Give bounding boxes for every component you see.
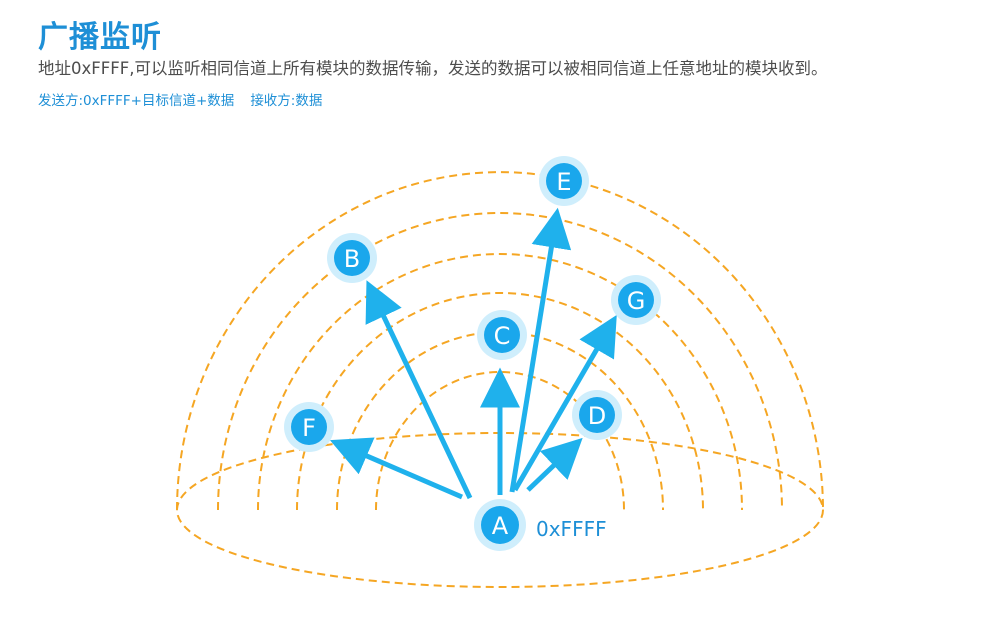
wave-arc-6 <box>375 371 625 511</box>
arrow-to-e <box>509 207 572 493</box>
wave-arc-3 <box>257 253 743 511</box>
node-b-label: B <box>344 245 360 273</box>
node-e-label: E <box>556 168 571 196</box>
wave-arc-1 <box>176 171 824 511</box>
node-d: D <box>572 390 622 440</box>
protocol-note: 发送方:0xFFFF+目标信道+数据接收方:数据 <box>38 89 322 109</box>
node-d-label: D <box>588 402 606 430</box>
node-c-label: C <box>494 322 511 350</box>
receiver-note: 接收方:数据 <box>250 93 323 109</box>
sender-note: 发送方:0xFFFF+目标信道+数据 <box>38 93 235 109</box>
node-b: B <box>327 233 377 283</box>
arrow-to-d <box>526 437 583 492</box>
page-title: 广播监听 <box>38 20 162 55</box>
node-g: G <box>611 275 661 325</box>
node-g-label: G <box>627 287 646 315</box>
arrow-to-g <box>512 314 617 492</box>
broadcast-arrows <box>329 207 617 500</box>
arrow-to-f <box>329 437 463 500</box>
node-f: F <box>284 402 334 452</box>
arrow-to-b <box>365 280 473 500</box>
node-c: C <box>477 310 527 360</box>
node-f-label: F <box>302 414 316 442</box>
node-a: A <box>474 499 526 551</box>
page-description: 地址0xFFFF,可以监听相同信道上所有模块的数据传输，发送的数据可以被相同信道… <box>38 59 828 78</box>
node-e: E <box>539 156 589 206</box>
node-a-label: A <box>492 512 509 540</box>
wave-arc-2 <box>217 212 783 511</box>
sender-address: 0xFFFF <box>536 517 607 541</box>
